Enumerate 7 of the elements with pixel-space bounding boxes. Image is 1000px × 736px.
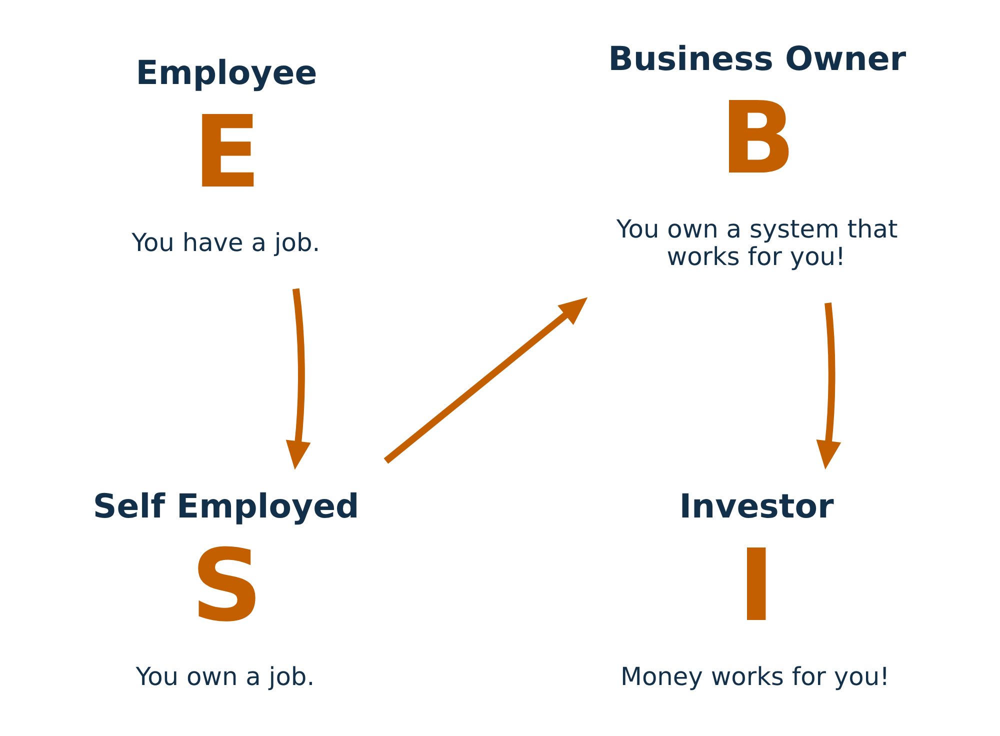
arrow <box>384 297 588 464</box>
node-text: Business Owner B You own a system that works for you! <box>608 38 906 271</box>
arrow <box>816 302 842 470</box>
arrow <box>286 288 311 470</box>
node-text: Investor I Money works for you! <box>620 486 890 691</box>
node-text: Self Employed S You own a job. <box>92 486 360 691</box>
node-text: Employee E You have a job. <box>132 52 320 258</box>
